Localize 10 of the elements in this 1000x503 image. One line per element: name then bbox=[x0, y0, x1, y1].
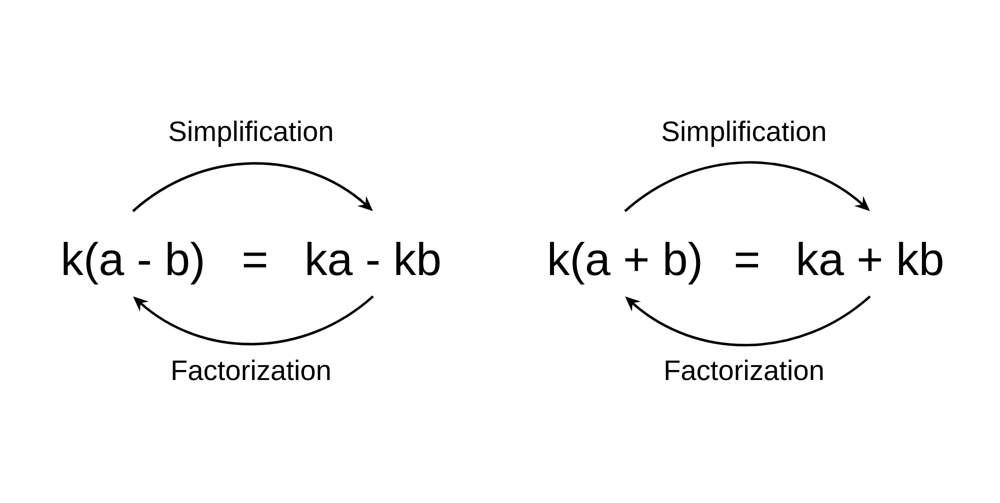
equals-sign: = bbox=[736, 252, 758, 268]
expression: ka + kb bbox=[798, 242, 942, 276]
edge-label: Simplification bbox=[659, 118, 829, 149]
expression: k(a + b) bbox=[550, 242, 700, 284]
expression: ka - kb bbox=[308, 242, 440, 276]
equals-sign: = bbox=[244, 252, 266, 268]
edge-label: Factorization bbox=[168, 358, 334, 382]
edge-label: Simplification bbox=[166, 118, 336, 149]
expression: k(a - b) bbox=[64, 242, 202, 284]
edge-label: Factorization bbox=[662, 358, 826, 382]
